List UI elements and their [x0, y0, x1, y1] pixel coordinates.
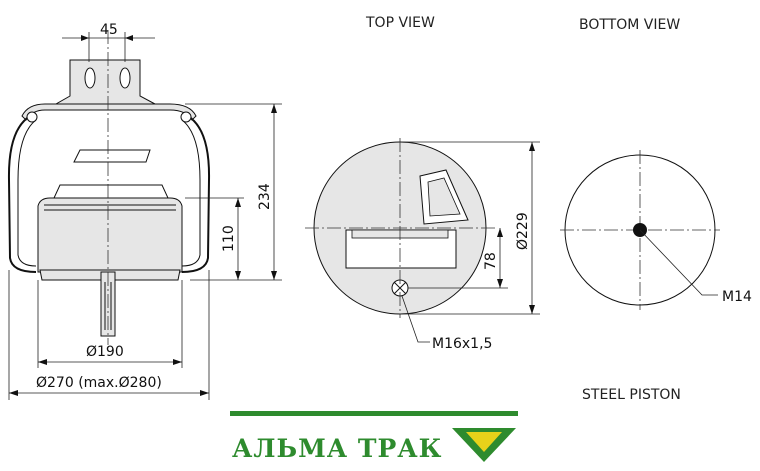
dim-thread-bottom: M14: [722, 289, 752, 305]
top-view-label: TOP VIEW: [365, 15, 435, 31]
top-view: [305, 138, 540, 343]
dim-top-diameter: Ø229: [515, 212, 531, 250]
dim-piston-diameter: Ø190: [86, 344, 124, 360]
dim-piston-height: 110: [221, 225, 237, 252]
side-section-view: [7, 30, 282, 400]
dim-offset: 78: [483, 252, 499, 270]
brand-rule: [230, 411, 518, 416]
dim-height: 234: [257, 183, 273, 210]
bottom-view-label: BOTTOM VIEW: [579, 17, 680, 33]
dim-bolt-spacing: 45: [100, 22, 118, 38]
piston-type-label: STEEL PISTON: [582, 387, 681, 403]
bottom-view: [560, 150, 720, 310]
brand-chevron-icon: [452, 428, 516, 462]
dim-thread-top: M16x1,5: [432, 336, 492, 352]
dim-bellow-diameter: Ø270 (max.Ø280): [36, 375, 162, 391]
brand-name: АЛЬМА ТРАК: [232, 434, 442, 463]
